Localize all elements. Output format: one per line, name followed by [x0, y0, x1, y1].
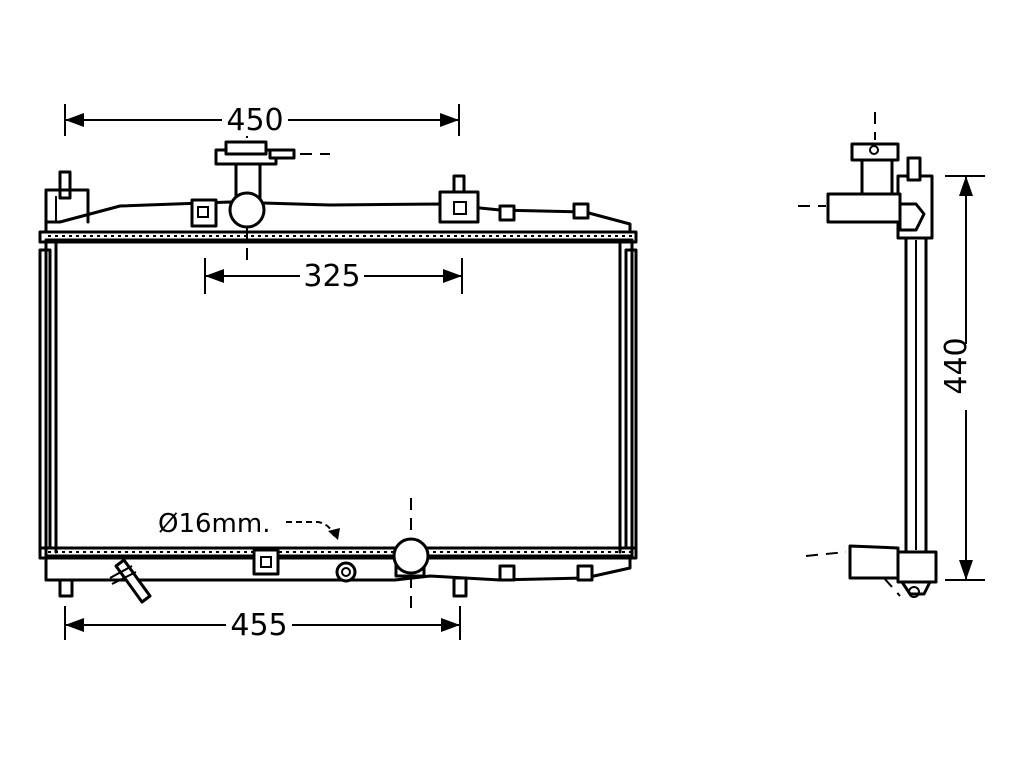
- label-top-width: 450: [226, 103, 283, 138]
- front-view: 450 325 455 Ø16mm.: [38, 102, 638, 643]
- top-tank: [38, 170, 638, 244]
- side-view: 440: [798, 112, 985, 598]
- radiator-core: [44, 238, 634, 558]
- dimension-core-height: 440: [939, 175, 985, 581]
- bottom-tank: [38, 498, 638, 612]
- filler-neck: [214, 126, 330, 262]
- lower-hose-outlet: [392, 537, 430, 575]
- upper-hose-inlet: [228, 191, 266, 229]
- label-core-height: 440: [939, 337, 974, 394]
- dimension-top-width: 450: [64, 102, 460, 138]
- label-inlet-spacing: 325: [303, 259, 360, 294]
- small-pipe-fitting: [109, 558, 152, 604]
- dimension-inlet-spacing: 325: [204, 258, 463, 294]
- dimension-bottom-width: 455: [64, 606, 461, 643]
- label-bottom-width: 455: [230, 608, 287, 643]
- callout-pipe-diameter: Ø16mm.: [158, 509, 340, 540]
- label-pipe-diameter: Ø16mm.: [158, 509, 270, 539]
